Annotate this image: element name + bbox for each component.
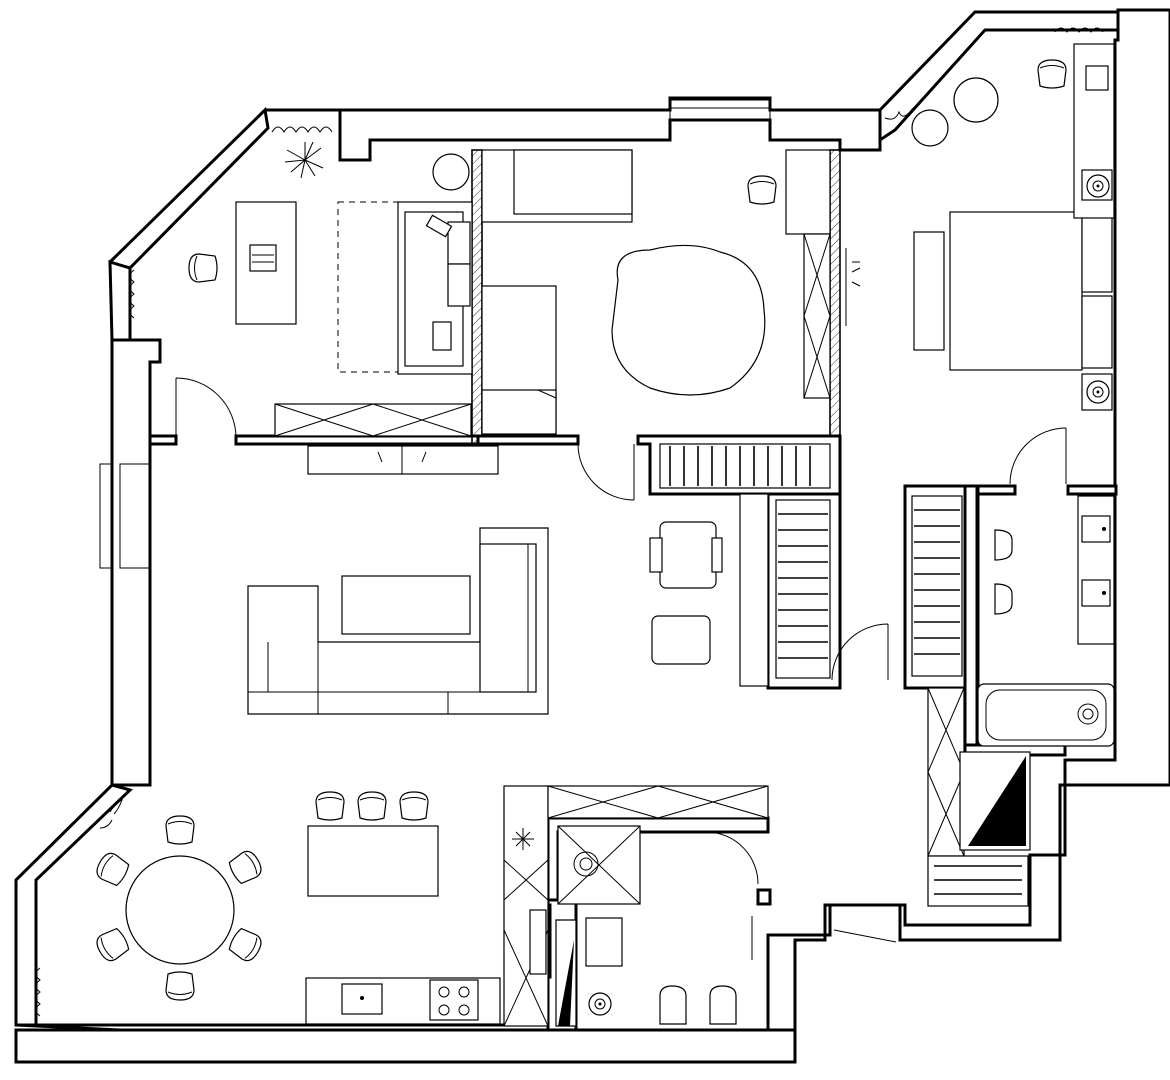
utility-cabinet [927,687,965,857]
kids-bedroom [481,149,861,501]
guest-wc [529,825,759,1027]
armchair [659,521,717,589]
dining-kitchen [92,785,769,1027]
bar-stool-icon [357,791,387,821]
laptop-icon [249,244,277,272]
dining-chair-icon [165,971,195,1001]
double-bed [949,211,1083,371]
desk-chair-icon [1037,59,1067,89]
pouf [651,615,711,665]
toilet-icon [659,985,687,1025]
bidet-icon [709,985,737,1025]
dining-chair-icon [165,815,195,845]
office-chair-icon [188,253,218,283]
windows [99,99,771,569]
desk-chair-icon [747,175,777,205]
dining-table [125,855,235,965]
curtains [35,27,1104,1017]
desk [785,149,831,235]
laundry-rack [927,855,1029,907]
bathroom [833,495,1115,943]
vanity-sink-icon [585,917,623,967]
dining-chair-icon [92,849,132,889]
hall-closet-left [775,499,831,679]
side-table [432,153,470,191]
hall-closet-right [911,495,963,677]
shoe-cabinet [739,493,769,687]
wardrobe [803,233,831,399]
bar-stool-icon [315,791,345,821]
hob-icon [429,979,479,1021]
bar-stool-icon [399,791,429,821]
exterior-walls [14,8,1170,1064]
laptop-icon [1085,65,1109,91]
dining-chair-icon [226,925,266,965]
living-room [247,445,963,715]
tall-cabinets [503,785,549,1027]
coffee-table [341,575,471,635]
study-room [175,141,473,439]
tv-stand [307,445,499,475]
wall-cabinets [547,785,769,819]
clothes-rail [659,443,831,489]
bench [913,231,945,351]
plant-icon [284,141,324,179]
bidet-icon [994,583,1013,615]
round-table [911,109,949,147]
dining-chair-icon [226,847,266,887]
rug [337,201,401,373]
armchair-icon [953,77,999,123]
corner-sofa [247,527,549,715]
kitchen-island [307,825,439,897]
toilet-icon [994,529,1013,561]
dining-chair-icon [92,925,132,965]
round-rug [611,244,766,396]
master-bedroom [911,43,1115,485]
shelf-unit [274,403,472,437]
bathtub [977,683,1115,747]
